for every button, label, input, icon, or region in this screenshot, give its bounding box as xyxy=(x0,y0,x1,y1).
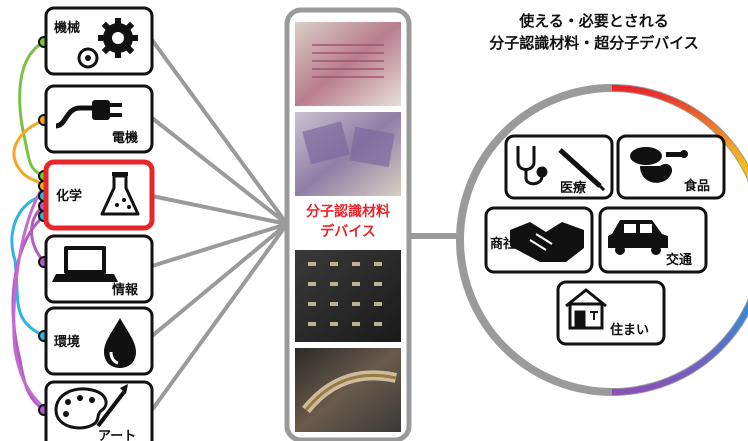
title-line1: 使える・必要とされる xyxy=(518,12,669,30)
app-label-shosha: 商社 xyxy=(490,236,516,252)
field-box-kikai: 機械 xyxy=(44,6,154,76)
array-plate-dots xyxy=(312,44,384,78)
house-icon xyxy=(565,288,607,330)
center-label-line2: デバイス xyxy=(320,223,376,240)
palette-icon xyxy=(54,384,128,430)
field-box-denki: 電機 xyxy=(44,84,154,154)
stethoscope-syringe-icon xyxy=(516,146,606,192)
car-icon xyxy=(608,220,668,255)
laptop-icon xyxy=(52,246,118,282)
field-box-kankyo: 環境 xyxy=(44,306,154,376)
field-box-art: アート xyxy=(44,380,154,441)
interconnect-wires xyxy=(10,40,46,412)
field-label-kagaku: 化学 xyxy=(56,188,82,204)
center-label-line1: 分子認識材料 xyxy=(306,203,390,220)
app-label-kotsu: 交通 xyxy=(666,252,692,268)
app-box-iryo: 医療 xyxy=(504,134,614,200)
flexible-device-photo xyxy=(295,348,401,432)
title-line2: 分子認識材料・超分子デバイス xyxy=(489,34,699,52)
app-box-shosha: 商社 xyxy=(484,206,594,274)
food-icon xyxy=(630,147,688,183)
app-label-jumai: 住まい xyxy=(610,322,649,338)
field-label-art: アート xyxy=(98,429,136,441)
flask-icon xyxy=(100,172,140,216)
plug-icon xyxy=(55,100,122,129)
array-plate-photo xyxy=(295,22,401,106)
app-label-shokuhin: 食品 xyxy=(684,178,710,194)
field-label-denki: 電機 xyxy=(112,130,138,146)
app-label-iryo: 医療 xyxy=(560,180,587,196)
water-drop-icon xyxy=(104,318,136,368)
connector-lines xyxy=(150,38,462,412)
field-label-joho: 情報 xyxy=(112,282,139,298)
app-box-shokuhin: 食品 xyxy=(616,134,726,200)
app-box-kotsu: 交通 xyxy=(598,206,708,274)
gears-icon xyxy=(77,18,138,69)
handshake-icon xyxy=(510,222,584,262)
field-box-joho: 情報 xyxy=(44,234,154,304)
field-label-kikai: 機械 xyxy=(54,20,80,36)
app-box-jumai: 住まい xyxy=(556,280,666,346)
field-box-kagaku: 化学 xyxy=(43,159,155,231)
center-column: 分子認識材料 デバイス xyxy=(284,7,412,441)
field-label-kankyo: 環境 xyxy=(54,334,80,350)
